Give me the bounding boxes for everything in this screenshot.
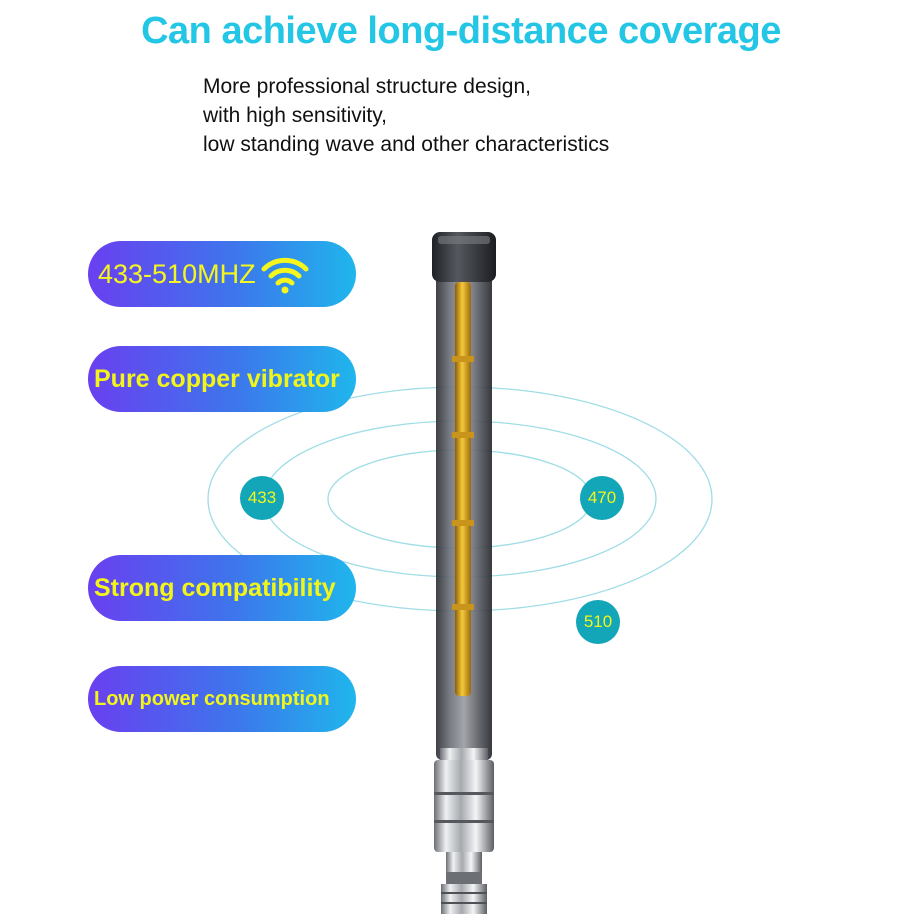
frequency-badge-510: 510 [576, 600, 620, 644]
feature-pill-copper: Pure copper vibrator [88, 346, 356, 412]
feature-pill-compatibility: Strong compatibility [88, 555, 356, 621]
connector-collar [440, 748, 488, 762]
feature-label: Low power consumption [94, 687, 330, 710]
headline: Can achieve long-distance coverage [141, 10, 781, 52]
connector-thread [441, 884, 487, 914]
feature-label: 433-510MHZ [98, 258, 256, 289]
wifi-icon [261, 257, 309, 294]
feature-label: Pure copper vibrator [94, 364, 340, 393]
subtitle: More professional structure design, with… [203, 72, 609, 159]
subtitle-line: with high sensitivity, [203, 104, 388, 127]
subtitle-line: More professional structure design, [203, 75, 531, 98]
subtitle-line: low standing wave and other characterist… [203, 133, 610, 156]
copper-element [455, 282, 471, 696]
feature-label: Strong compatibility [94, 573, 336, 602]
frequency-badge-433: 433 [240, 476, 284, 520]
frequency-badge-470: 470 [580, 476, 624, 520]
feature-pill-frequency: 433-510MHZ [88, 241, 356, 307]
connector-body [434, 760, 494, 852]
feature-pill-power: Low power consumption [88, 666, 356, 732]
antenna-top-cap [432, 232, 496, 282]
connector-nut [446, 852, 482, 874]
